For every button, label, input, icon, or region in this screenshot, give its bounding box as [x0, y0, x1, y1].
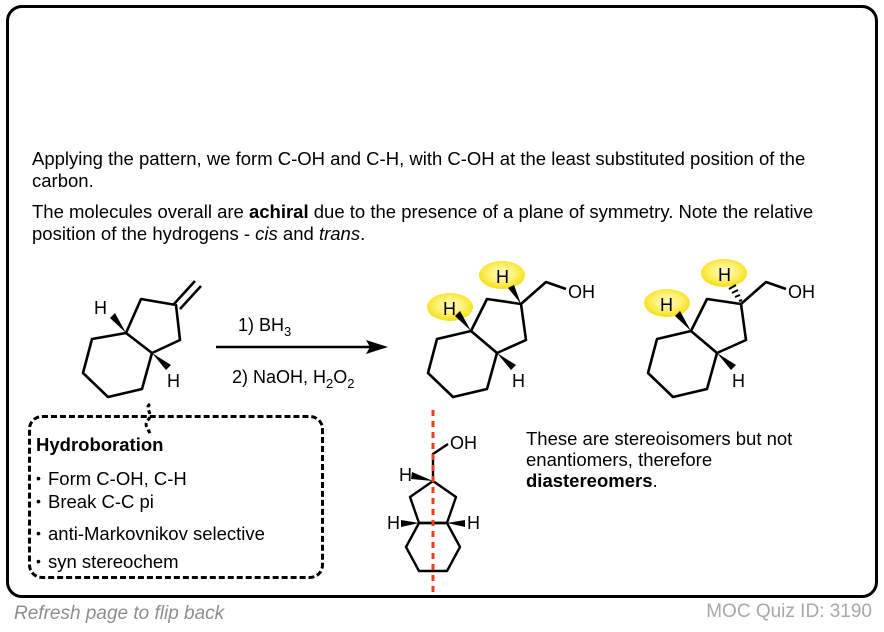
callout-bullet: • Form C-OH, C-H	[36, 467, 187, 490]
explanation-paragraph-1: Applying the pattern, we form C-OH and C…	[32, 148, 806, 191]
hydrogen-label: H	[167, 371, 180, 391]
trans-term: trans	[318, 223, 361, 244]
hydrogen-label: H	[718, 265, 731, 285]
hydroboration-callout-box	[28, 415, 324, 579]
wedge-bond	[152, 353, 171, 370]
explanation-paragraph-2: The molecules overall are achiral due to…	[32, 201, 852, 245]
note-text: .	[652, 470, 658, 491]
product-trans-alcohol	[646, 280, 787, 399]
diastereomer-note: These are stereoisomers but not enantiom…	[526, 428, 866, 491]
bullet-icon: •	[36, 470, 41, 486]
wedge-bond	[110, 313, 126, 333]
cis-term: cis	[255, 223, 278, 244]
hydrogen-label: H	[660, 295, 673, 315]
highlight-hydrogen	[644, 289, 690, 317]
p2-text: The molecules overall are	[32, 201, 249, 222]
starting-material-methylene-hydrindane	[81, 280, 202, 399]
reagent-step-2: 2) NaOH, H2O2	[232, 367, 355, 391]
five-membered-ring	[689, 297, 748, 355]
p2-text: and	[277, 223, 319, 244]
hydroxymethyl-bond	[740, 280, 787, 305]
bullet-text: syn stereochem	[48, 551, 179, 572]
achiral-term: achiral	[248, 201, 309, 222]
wedge-bond	[675, 311, 691, 331]
wedge-bond	[411, 472, 433, 481]
six-membered-ring	[646, 329, 719, 399]
p2-text: due to the presence of a plane of symmet…	[32, 201, 814, 244]
callout-connector	[144, 402, 152, 437]
wedge-bond	[401, 520, 419, 527]
note-text: These are stereoisomers but not enantiom…	[526, 428, 793, 470]
six-membered-ring	[81, 331, 154, 399]
symmetry-plane-structure	[401, 443, 465, 573]
diastereomers-term: diastereomers	[526, 470, 653, 491]
bullet-icon: •	[36, 525, 41, 541]
highlight-hydrogen	[479, 261, 525, 289]
bullet-icon: •	[36, 553, 41, 569]
five-membered-ring	[124, 297, 182, 355]
p2-text: .	[360, 223, 366, 244]
exocyclic-double-bond	[179, 285, 202, 310]
wedge-bond	[455, 311, 471, 331]
hydroxymethyl-bond	[431, 443, 449, 481]
highlight-hydrogen	[701, 259, 747, 287]
hydroxyl-label: OH	[450, 433, 477, 453]
bullet-text: Form C-OH, C-H	[48, 468, 187, 489]
hashed-wedge-bond	[728, 284, 743, 302]
hydrogen-label: H	[94, 298, 107, 318]
quiz-id-label: MOC Quiz ID: 3190	[706, 601, 872, 622]
wedge-bond	[497, 353, 516, 370]
bullet-text: anti-Markovnikov selective	[48, 523, 265, 544]
hydrogen-label: H	[399, 465, 412, 485]
hydroxymethyl-bond	[520, 280, 567, 305]
callout-title: Hydroboration	[36, 434, 164, 455]
hydrogen-label: H	[443, 299, 456, 319]
callout-bullet: • anti-Markovnikov selective	[36, 522, 265, 545]
five-membered-ring	[469, 297, 528, 355]
exocyclic-double-bond	[173, 280, 196, 305]
product-cis-alcohol	[426, 280, 567, 399]
hydrogen-label: H	[387, 513, 400, 533]
hydrogen-label: H	[467, 513, 480, 533]
refresh-hint-link[interactable]: Refresh page to flip back	[14, 603, 225, 624]
bullet-text: Break C-C pi	[48, 491, 154, 512]
hydrogen-label: H	[512, 371, 525, 391]
wedge-bond	[717, 353, 736, 370]
bullet-icon: •	[36, 493, 41, 509]
hydroxyl-label: OH	[568, 282, 595, 302]
callout-bullet: • syn stereochem	[36, 550, 179, 573]
wedge-bond	[508, 285, 521, 304]
wedge-bond	[447, 520, 465, 527]
reagent-step-1: 1) BH3	[238, 315, 291, 339]
callout-bullet: • Break C-C pi	[36, 490, 154, 513]
hydrogen-label: H	[496, 267, 509, 287]
hydrogen-label: H	[732, 371, 745, 391]
reaction-arrow	[216, 340, 388, 354]
hydroxyl-label: OH	[788, 282, 815, 302]
six-membered-ring	[426, 329, 499, 399]
